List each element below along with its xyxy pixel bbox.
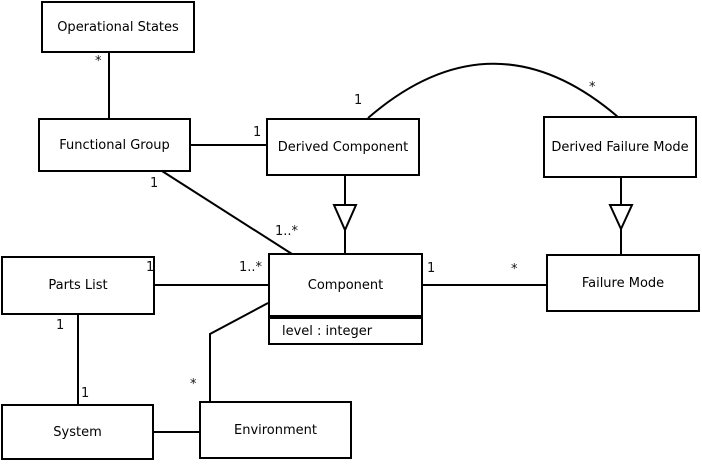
class-name-environment: Environment — [233, 422, 317, 438]
edge-component-environment — [209, 302, 269, 402]
class-box-functional-group[interactable]: Functional Group — [38, 118, 191, 172]
class-name-functional-group: Functional Group — [59, 137, 170, 153]
class-name-system: System — [53, 424, 102, 440]
class-name-derived-component: Derived Component — [277, 139, 409, 155]
multiplicity-parts-list-system-source: 1 — [56, 318, 65, 333]
class-attribute-component: level : integer — [270, 317, 421, 343]
class-name-component: Component — [270, 255, 421, 317]
edge-derived-failure-mode-failure-mode-generalization — [608, 178, 634, 255]
class-box-operational-states[interactable]: Operational States — [41, 1, 195, 53]
multiplicity-component-failure-mode-source: 1 — [427, 261, 436, 276]
multiplicity-component-failure-mode-target: * — [511, 262, 518, 277]
class-box-derived-failure-mode[interactable]: Derived Failure Mode — [543, 116, 697, 178]
multiplicity-parts-list-component-source: 1 — [146, 260, 155, 275]
generalization-triangle-icon — [608, 204, 634, 232]
class-name-failure-mode: Failure Mode — [581, 275, 665, 291]
class-box-system[interactable]: System — [1, 404, 154, 460]
class-name-parts-list: Parts List — [48, 278, 108, 293]
class-box-parts-list[interactable]: Parts List — [1, 256, 155, 315]
class-box-environment[interactable]: Environment — [199, 401, 352, 459]
class-name-operational-states: Operational States — [57, 19, 179, 35]
class-box-derived-component[interactable]: Derived Component — [266, 118, 420, 176]
edge-derived-component-component-generalization — [332, 176, 358, 254]
class-name-derived-failure-mode: Derived Failure Mode — [551, 139, 689, 155]
multiplicity-functional-group-component-source: 1 — [150, 176, 159, 191]
generalization-triangle-icon — [332, 204, 358, 233]
multiplicity-parts-list-system-target: 1 — [81, 386, 90, 401]
class-box-component[interactable]: Component level : integer — [268, 253, 423, 345]
class-box-failure-mode[interactable]: Failure Mode — [546, 254, 700, 312]
edge-functional-group-component — [161, 170, 293, 255]
multiplicity-functional-group-component-target: 1..* — [275, 224, 299, 239]
multiplicity-parts-list-component-target: 1..* — [239, 260, 263, 275]
multiplicity-functional-group-derived-component: 1 — [253, 125, 262, 140]
multiplicity-operational-states-end: * — [95, 54, 102, 69]
edge-derived-component-derived-failure-mode-arc — [367, 62, 619, 119]
multiplicity-derived-component-arc-end: 1 — [354, 93, 363, 108]
multiplicity-derived-failure-mode-arc-end: * — [589, 80, 596, 95]
multiplicity-component-environment-target: * — [190, 377, 197, 392]
